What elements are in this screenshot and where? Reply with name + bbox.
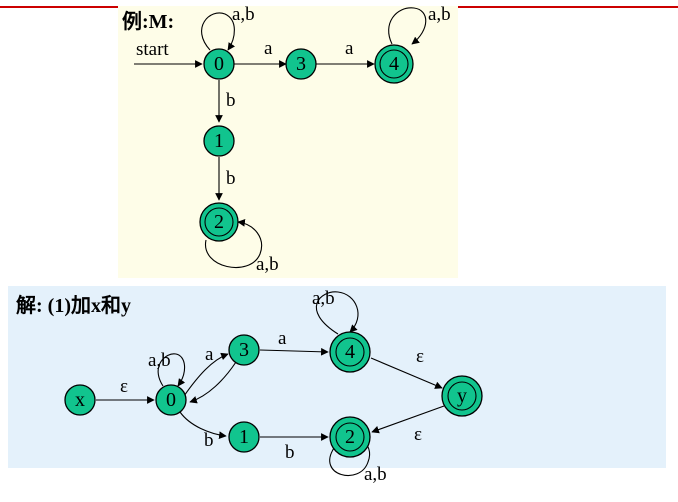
example-state-1-label: 1 xyxy=(214,130,224,152)
sol-state-2-accepting: 2 xyxy=(329,416,371,458)
example-state-2-label: 2 xyxy=(214,211,224,233)
sol-edge-label-loop-2: a,b xyxy=(364,464,387,485)
edge-loop-4 xyxy=(388,7,427,45)
sol-state-4-accepting: 4 xyxy=(329,331,371,373)
edge-label-loop-4: a,b xyxy=(428,4,451,25)
sol-edge-label-0-3: a xyxy=(205,344,214,365)
edge-label-0-1: b xyxy=(226,90,236,111)
example-state-1: 1 xyxy=(203,125,235,157)
sol-state-y-label: y xyxy=(457,385,467,407)
sol-edge-3-4 xyxy=(259,347,329,356)
sol-edge-y-2 xyxy=(371,405,445,434)
sol-edge-0-1 xyxy=(179,411,227,439)
example-state-3-label: 3 xyxy=(296,53,306,75)
sol-state-3-label: 3 xyxy=(239,339,249,361)
sol-edge-label-loop-4: a,b xyxy=(312,288,335,309)
sol-state-1: 1 xyxy=(228,421,260,453)
sol-state-2-label: 2 xyxy=(345,426,355,448)
sol-state-0: 0 xyxy=(155,384,187,416)
sol-edge-3-0 xyxy=(189,361,237,404)
edge-label-loop-0: a,b xyxy=(232,4,255,25)
edge-label-loop-2: a,b xyxy=(256,254,279,275)
example-state-3: 3 xyxy=(285,48,317,80)
sol-state-y-accepting: y xyxy=(441,375,483,417)
sol-state-0-label: 0 xyxy=(166,389,176,411)
sol-state-1-label: 1 xyxy=(239,426,249,448)
start-label: start xyxy=(136,39,169,60)
sol-edge-4-y xyxy=(370,357,443,389)
sol-state-x-label: x xyxy=(75,389,85,411)
sol-state-4-label: 4 xyxy=(345,341,355,363)
example-state-0-label: 0 xyxy=(214,53,224,75)
sol-edge-loop-0 xyxy=(157,353,186,387)
sol-edge-label-x-0: ε xyxy=(120,376,128,397)
example-state-4-label: 4 xyxy=(389,53,399,75)
edge-label-1-2: b xyxy=(226,168,236,189)
sol-edge-loop-4 xyxy=(315,291,359,335)
sol-state-3: 3 xyxy=(228,334,260,366)
sol-edge-label-0-1: b xyxy=(204,430,214,451)
edge-loop-0 xyxy=(201,12,236,51)
example-title: 例:M: xyxy=(122,9,174,33)
sol-edge-label-3-4: a xyxy=(278,328,287,349)
sol-edge-0-3 xyxy=(183,352,229,397)
example-state-4-accepting: 4 xyxy=(374,44,414,84)
sol-edge-label-2-y: ε xyxy=(414,424,422,445)
example-state-2-accepting: 2 xyxy=(199,202,239,242)
sol-state-x: x xyxy=(64,384,96,416)
edge-label-0-3: a xyxy=(264,38,273,59)
solution-title: 解: (1)加x和y xyxy=(16,293,131,317)
sol-edge-label-loop-0: a,b xyxy=(148,350,171,371)
edge-loop-2 xyxy=(205,219,262,269)
sol-edge-label-4-y: ε xyxy=(416,346,424,367)
edge-label-3-4: a xyxy=(345,38,354,59)
sol-edge-label-1-2: b xyxy=(285,442,295,463)
example-state-0: 0 xyxy=(203,48,235,80)
